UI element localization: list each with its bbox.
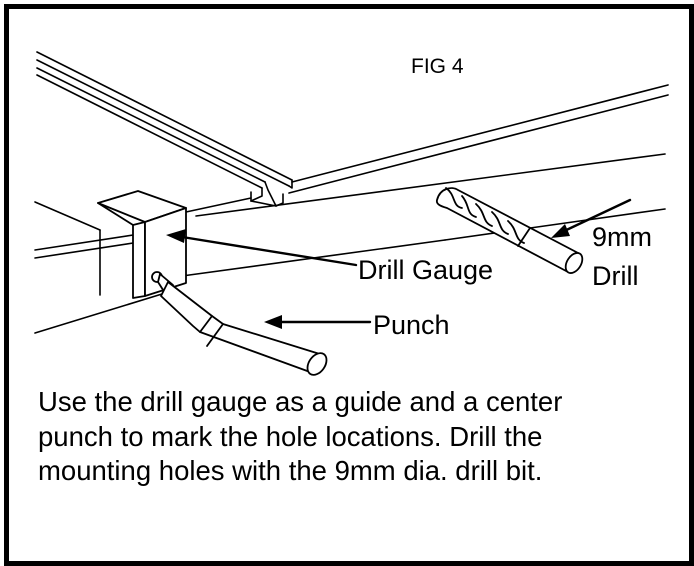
drill-gauge-arrow: [166, 229, 358, 267]
figure-title: FIG 4: [411, 55, 464, 78]
instruction-caption: Use the drill gauge as a guide and a cen…: [38, 385, 678, 489]
drill-bit: [435, 187, 584, 274]
punch-arrow: [264, 315, 372, 329]
drill-size-label: 9mm: [592, 222, 652, 252]
center-punch: [151, 271, 328, 376]
punch-label: Punch: [373, 310, 450, 340]
caption-line: mounting holes with the 9mm dia. drill b…: [38, 455, 543, 486]
rail-channel: [36, 51, 293, 207]
caption-line: punch to mark the hole locations. Drill …: [38, 420, 543, 452]
leader-arrows: [166, 198, 632, 329]
drill-gauge-bracket: [97, 190, 187, 299]
drill-arrow: [551, 198, 632, 238]
drill-gauge-label: Drill Gauge: [358, 255, 494, 285]
drill-label: Drill: [592, 261, 639, 291]
figure-frame: [4, 4, 694, 566]
caption-line: Use the drill gauge as a guide and a cen…: [38, 386, 563, 417]
